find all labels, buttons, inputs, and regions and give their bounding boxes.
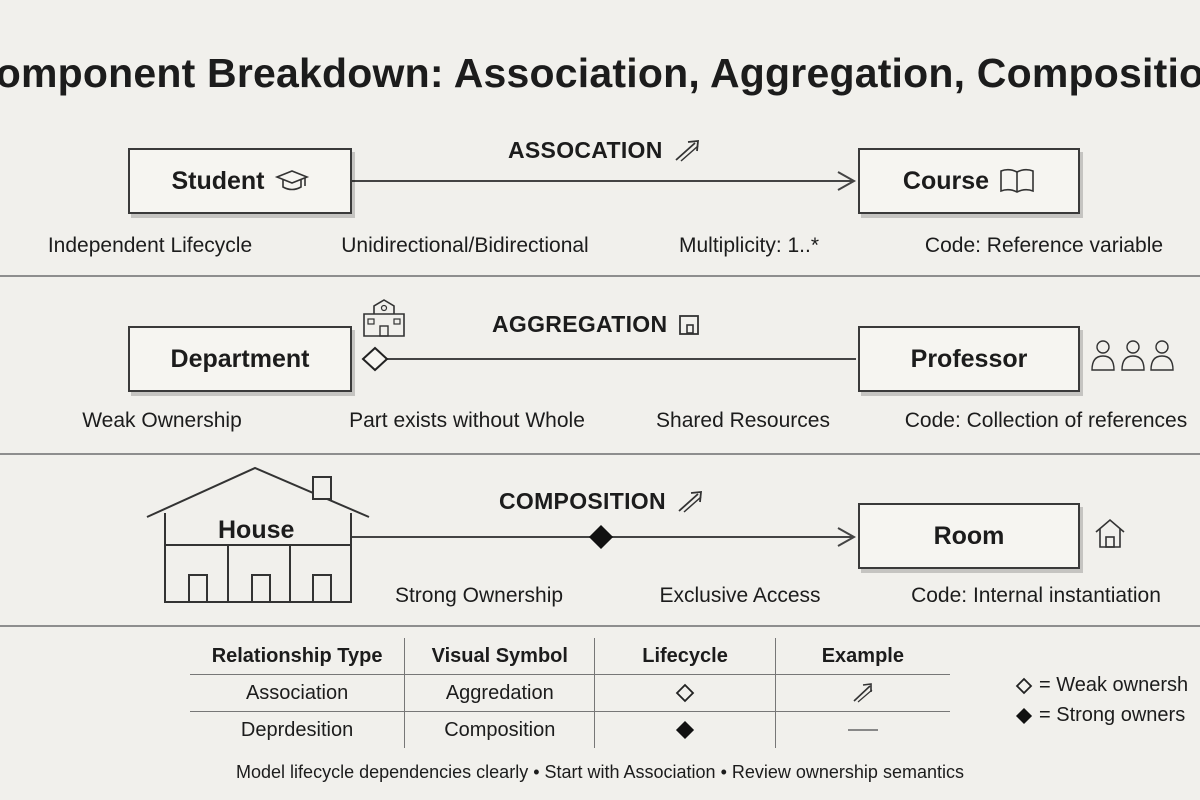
footer-note: Model lifecycle dependencies clearly • S… <box>236 762 964 782</box>
table-cell-lifecycle <box>594 712 774 748</box>
legend-strong: = Strong owners <box>1015 704 1185 727</box>
table-header-cell: Lifecycle <box>594 638 774 674</box>
room-box: Room <box>858 503 1080 569</box>
filled-diamond-icon <box>1015 707 1033 724</box>
table-cell-symbol: Aggredation <box>404 675 594 711</box>
table-cell-example <box>774 675 950 711</box>
table-cell-symbol: Composition <box>404 712 594 748</box>
graduation-cap-icon <box>274 169 309 193</box>
aggregation-caption-3: Shared Resources <box>656 409 830 432</box>
association-caption-2: Unidirectional/Bidirectional <box>341 234 589 257</box>
section-divider <box>0 275 1200 277</box>
professor-label: Professor <box>910 344 1028 373</box>
container-icon <box>677 313 701 337</box>
book-icon <box>999 168 1035 194</box>
section-divider <box>0 453 1200 455</box>
legend-weak: = Weak ownersh <box>1015 674 1188 697</box>
composition-caption-3: Code: Internal instantiation <box>911 584 1161 607</box>
aggregation-caption-2: Part exists without Whole <box>349 409 585 432</box>
school-building-icon <box>360 296 408 343</box>
association-caption-1: Independent Lifecycle <box>47 234 253 257</box>
hollow-diamond-icon <box>1015 677 1033 694</box>
line-icon <box>847 729 878 731</box>
association-label: ASSOCATION <box>508 137 701 164</box>
student-box: Student <box>128 148 352 214</box>
section-divider <box>0 625 1200 627</box>
home-icon <box>1093 517 1127 554</box>
course-label: Course <box>902 166 990 195</box>
table-header-cell: Relationship Type <box>211 644 383 667</box>
aggregation-caption-4: Code: Collection of references <box>904 409 1188 432</box>
table-row: Deprdesition Composition <box>190 712 950 748</box>
hollow-diamond-icon <box>675 683 695 703</box>
table-header-cell: Example <box>774 638 950 674</box>
arrow-icon <box>853 683 873 703</box>
aggregation-caption-1: Weak Ownership <box>82 409 242 432</box>
legend-weak-text: = Weak ownersh <box>1039 674 1189 696</box>
people-group-icon <box>1090 338 1176 377</box>
table-cell-example <box>774 712 950 748</box>
page-title: omponent Breakdown: Association, Aggrega… <box>0 50 1200 96</box>
student-label: Student <box>171 166 265 195</box>
association-caption-3: Multiplicity: 1..* <box>678 234 820 257</box>
association-caption-4: Code: Reference variable <box>924 234 1164 257</box>
course-box: Course <box>858 148 1080 214</box>
table-header-row: Relationship Type Visual Symbol Lifecycl… <box>190 638 950 675</box>
department-label: Department <box>170 344 310 373</box>
table-header-cell: Visual Symbol <box>404 638 594 674</box>
table-cell-type: Association <box>245 681 349 704</box>
house-label: House <box>218 516 295 544</box>
composition-caption-2: Exclusive Access <box>659 584 821 607</box>
house-drawing <box>143 465 373 610</box>
summary-table: Relationship Type Visual Symbol Lifecycl… <box>190 638 950 748</box>
professor-box: Professor <box>858 326 1080 392</box>
aggregation-label: AGGREGATION <box>492 311 701 338</box>
table-row: Association Aggredation <box>190 675 950 712</box>
table-cell-type: Deprdesition <box>240 718 354 741</box>
arrow-icon <box>676 490 704 514</box>
composition-caption-1: Strong Ownership <box>394 584 564 607</box>
department-box: Department <box>128 326 352 392</box>
arrow-icon <box>673 139 701 163</box>
legend-strong-text: = Strong owners <box>1039 704 1186 726</box>
room-label: Room <box>933 521 1005 550</box>
table-cell-lifecycle <box>594 675 774 711</box>
composition-label: COMPOSITION <box>499 488 704 515</box>
filled-diamond-icon <box>675 720 695 740</box>
